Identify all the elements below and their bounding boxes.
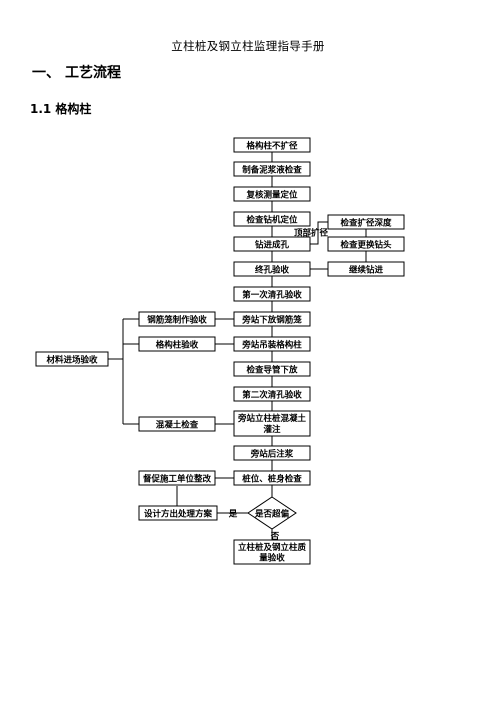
side-box — [138, 505, 218, 521]
decision-label: 是否超偏 — [254, 509, 290, 520]
step-box — [233, 410, 311, 437]
step-box — [233, 161, 311, 177]
decision-no-label: 否 — [270, 532, 280, 542]
step-box — [233, 236, 311, 252]
step-label: 旁站立柱桩混凝土 — [237, 413, 307, 424]
step-label: 旁站下放钢筋笼 — [241, 315, 302, 326]
step-box — [233, 211, 311, 227]
step-box — [233, 311, 311, 327]
side-label: 格构柱验收 — [156, 340, 199, 351]
step-box — [233, 261, 311, 277]
step-box — [233, 386, 311, 402]
step-box — [233, 361, 311, 377]
step-label: 旁站吊装格构柱 — [241, 340, 302, 351]
connector — [310, 221, 328, 245]
side-label: 继续钻进 — [349, 265, 384, 276]
side-label: 材料进场验收 — [45, 355, 98, 366]
step-box — [233, 286, 311, 302]
step-box — [233, 137, 311, 153]
side-label: 混凝土检查 — [156, 420, 199, 431]
step-label: 检查导管下放 — [246, 365, 298, 376]
side-label: 检查更换钻头 — [340, 240, 392, 251]
side-label: 设计方出处理方案 — [144, 509, 213, 520]
step-label: 立柱桩及钢立柱质 — [238, 542, 307, 553]
step-box — [233, 539, 311, 565]
top-expand-note: 顶部扩径 — [294, 228, 329, 239]
step-label: 钻进成孔 — [255, 240, 290, 251]
step-label: 复核测量定位 — [245, 190, 298, 201]
step-label: 桩位、桩身检查 — [242, 474, 302, 485]
step-label: 第一次清孔验收 — [242, 290, 302, 301]
section-number: 一、 — [32, 65, 60, 81]
side-box — [138, 311, 216, 327]
step-label: 检查钻机定位 — [246, 215, 298, 226]
side-box — [327, 261, 405, 277]
step-label: 第二次清孔验收 — [242, 390, 302, 401]
side-box — [138, 470, 216, 486]
step-box — [233, 470, 311, 486]
side-box — [327, 214, 405, 230]
side-box — [138, 416, 216, 432]
document-title: 立柱桩及钢立柱监理指导手册 — [171, 39, 325, 53]
side-box — [35, 351, 109, 367]
side-box — [138, 336, 216, 352]
step-box — [233, 336, 311, 352]
side-box — [327, 236, 405, 252]
step-label: 量验收 — [259, 553, 285, 564]
section-title: 工艺流程 — [65, 65, 121, 81]
side-label: 督促施工单位整改 — [143, 474, 212, 485]
step-label: 旁站后注浆 — [250, 449, 294, 460]
decision-diamond — [247, 496, 297, 530]
side-label: 钢筋笼制作验收 — [147, 315, 207, 326]
step-label: 格构柱不扩径 — [246, 141, 298, 152]
step-label: 终孔验收 — [254, 265, 290, 276]
step-box — [233, 186, 311, 202]
step-label: 制备泥浆液检查 — [242, 165, 302, 176]
step-box — [233, 445, 311, 461]
side-label: 检查扩径深度 — [340, 218, 392, 229]
step-label: 灌注 — [263, 424, 281, 435]
subsection-title: 1.1 格构柱 — [30, 102, 92, 116]
decision-yes-label: 是 — [228, 509, 238, 520]
